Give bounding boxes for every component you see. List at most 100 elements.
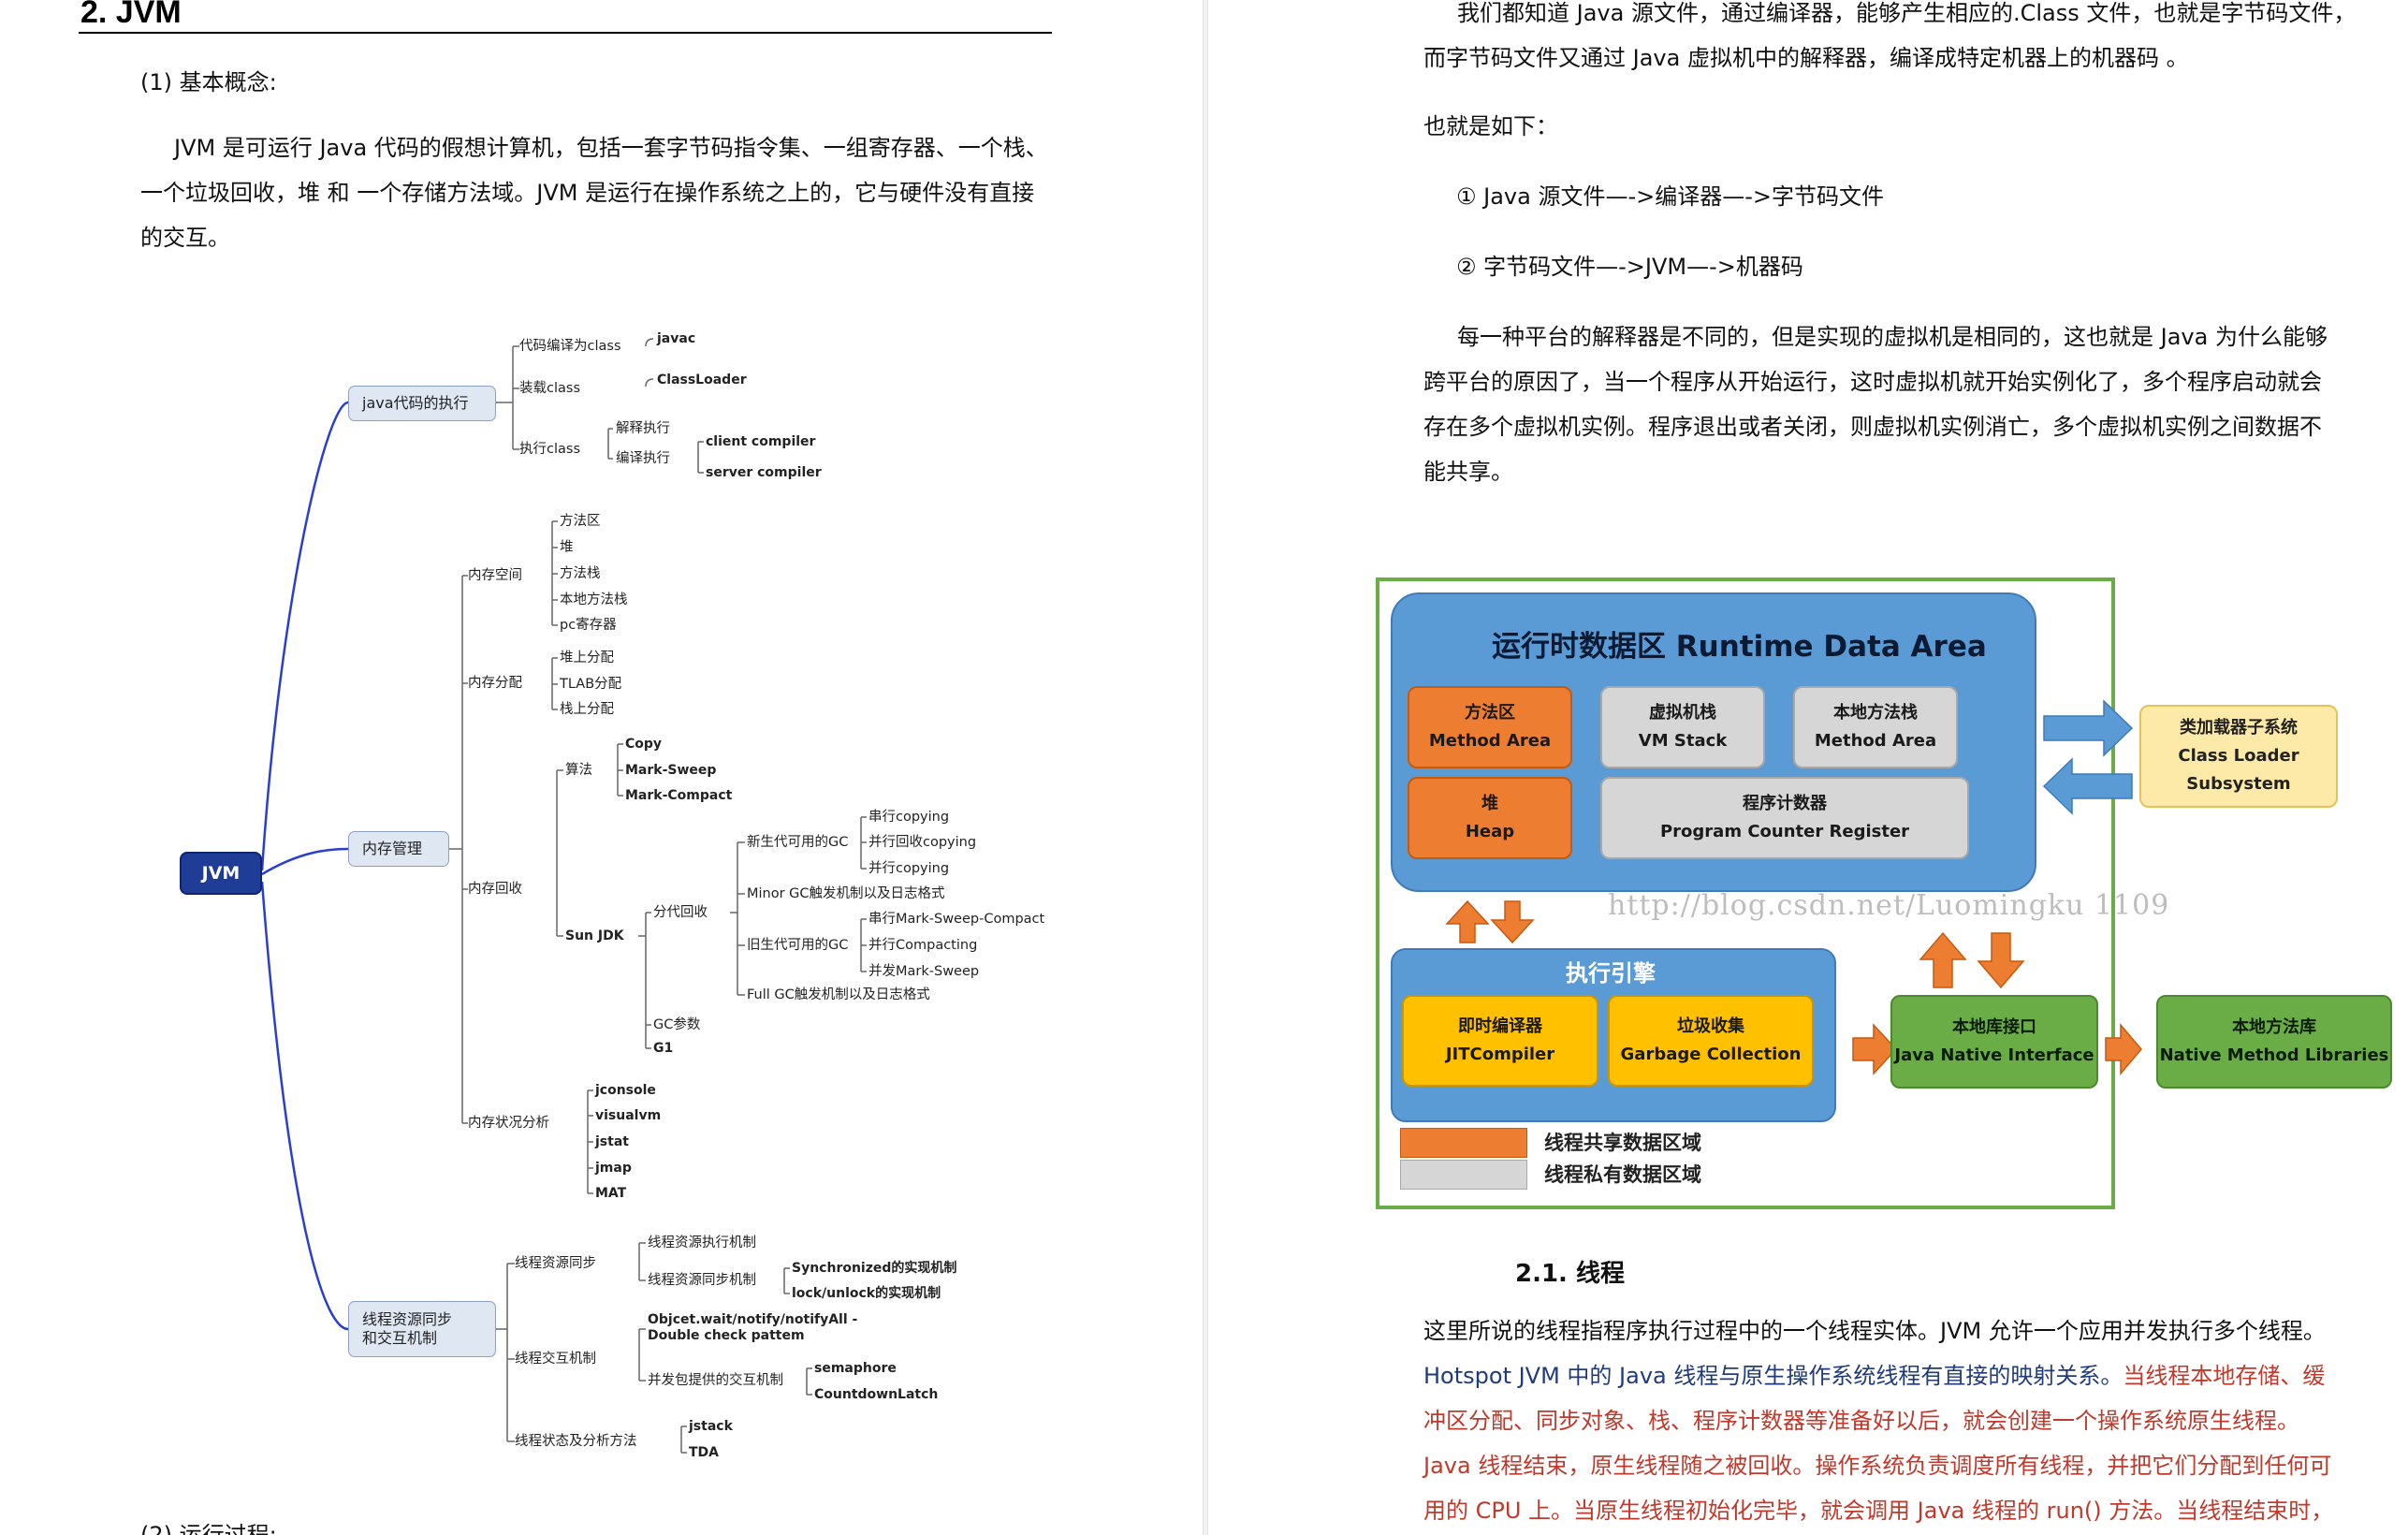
mindmap-label: 代码编译为class: [519, 339, 621, 354]
mindmap-label: ClassLoader: [657, 373, 747, 387]
left-page: 2. JVM (1) 基本概念: JVM 是可运行 Java 代码的假想计算机，…: [0, 0, 1203, 1535]
mindmap-label: G1: [653, 1041, 674, 1056]
mindmap-label: 串行copying: [868, 810, 950, 825]
paragraph-threads: 这里所说的线程指程序执行过程中的一个线程实体。JVM 允许一个应用并发执行多个线…: [1423, 1308, 2397, 1533]
mindmap-label: 并行Compacting: [868, 938, 978, 953]
mindmap-label: 执行class: [519, 442, 580, 457]
step-1: ① Java 源文件—->编译器—->字节码文件: [1456, 183, 1885, 210]
mindmap-connectors: [260, 338, 867, 1454]
mindmap-label: 线程资源执行机制: [648, 1235, 756, 1250]
box-label-cn: 本地库接口: [1952, 1017, 2036, 1037]
box-label-en: Heap: [1465, 822, 1515, 841]
box-label-en: Native Method Libraries: [2159, 1045, 2389, 1065]
mindmap-connector: [449, 575, 468, 1124]
mindmap-label: 并行回收copying: [868, 835, 977, 850]
mindmap-label: 并发包提供的交互机制: [648, 1373, 783, 1388]
mindmap-branch-line: [261, 847, 349, 876]
mindmap-branch-line: [260, 881, 349, 1331]
native-method-stack-box: 本地方法栈 Method Area: [1793, 686, 1958, 768]
box-label-en: JITCompiler: [1445, 1045, 1555, 1064]
mindmap-label: Copy: [625, 737, 663, 752]
mindmap-label: semaphore: [814, 1361, 897, 1376]
mindmap-label: 栈上分配: [560, 702, 614, 717]
mindmap-connector: [638, 1328, 646, 1382]
mindmap-label: jmap: [595, 1161, 632, 1176]
mindmap-label: 内存空间: [468, 568, 522, 583]
mindmap-connector: [730, 841, 745, 996]
arrow-right-icon: [2105, 1022, 2142, 1076]
paragraph-line: JVM 是可运行 Java 代码的假想计算机，包括一套字节码指令集、一组寄存器、…: [174, 135, 1048, 161]
paragraph-line: Java 线程结束，原生线程随之被回收。操作系统负责调度所有线程，并把它们分配到…: [1423, 1453, 2332, 1479]
box-label-en: VM Stack: [1638, 731, 1728, 751]
mindmap-node-line: 线程资源同步: [362, 1310, 453, 1328]
mindmap-label: jconsole: [595, 1083, 656, 1098]
mindmap-label: TLAB分配: [560, 677, 622, 692]
heap-box: 堆 Heap: [1408, 777, 1572, 859]
paragraph-line: 我们都知道 Java 源文件，通过编译器，能够产生相应的.Class 文件，也就…: [1457, 0, 2357, 26]
mindmap-label: 线程状态及分析方法: [515, 1434, 637, 1449]
mindmap-connector: [551, 520, 558, 626]
mindmap-label: jstat: [595, 1134, 629, 1149]
section-heading-threads: 2.1. 线程: [1515, 1260, 1625, 1288]
mindmap-node-thread-sync: 线程资源同步 和交互机制: [348, 1301, 496, 1357]
mindmap-label: lock/unlock的实现机制: [792, 1286, 941, 1301]
paragraph-line: 一个垃圾回收，堆 和 一个存储方法域。JVM 是运行在操作系统之上的，它与硬件没…: [140, 180, 1035, 206]
mindmap-label: 方法区: [560, 514, 601, 529]
mindmap-connector: [607, 428, 613, 460]
mindmap-label: 解释执行: [616, 421, 670, 436]
mindmap-label: 线程资源同步: [515, 1256, 596, 1271]
paragraph-line: 用的 CPU 上。当原生线程初始化完毕，就会调用 Java 线程的 run() …: [1423, 1498, 2334, 1524]
mindmap-label: 方法栈: [560, 566, 601, 581]
step-2: ② 字节码文件—->JVM—->机器码: [1456, 254, 1803, 280]
mindmap-label: visualvm: [595, 1108, 662, 1123]
mindmap-label: CountdownLatch: [814, 1387, 939, 1402]
arrow-down-icon: [1977, 932, 2025, 989]
box-label-en: Class Loader Subsystem: [2178, 746, 2299, 794]
legend-label-shared: 线程共享数据区域: [1544, 1132, 1701, 1154]
mindmap-branch-line: [260, 401, 349, 871]
box-label-en: Program Counter Register: [1659, 822, 1910, 841]
paragraph-line: 而字节码文件又通过 Java 虚拟机中的解释器，编译成特定机器上的机器码 。: [1423, 45, 2189, 71]
mindmap-label: pc寄存器: [560, 618, 617, 633]
box-label-cn: 方法区: [1465, 703, 1515, 723]
arrow-right-icon: [1852, 1023, 1898, 1075]
mindmap-node-java-exec: java代码的执行: [348, 386, 496, 421]
mindmap-label: 算法: [565, 763, 592, 778]
paragraph-jvm-intro: JVM 是可运行 Java 代码的假想计算机，包括一套字节码指令集、一组寄存器、…: [140, 125, 1076, 260]
page-gutter: [1203, 0, 1208, 1535]
mindmap-label: 新生代可用的GC: [747, 835, 849, 850]
mindmap-label: 堆: [560, 540, 574, 555]
box-label-en: Method Area: [1814, 731, 1937, 751]
paragraph-line: 的交互。: [140, 225, 230, 251]
legend-swatch-private: [1400, 1160, 1527, 1190]
arrow-left-icon: [2042, 757, 2133, 815]
mindmap-label: Double check pattem: [648, 1328, 805, 1343]
subheading-run-process: (2) 运行过程:: [140, 1522, 277, 1535]
mindmap-connector: [556, 769, 563, 937]
box-label-cn: 程序计数器: [1743, 794, 1827, 813]
paragraph-line: 存在多个虚拟机实例。程序退出或者关闭，则虚拟机实例消亡，多个虚拟机实例之间数据不: [1423, 414, 2322, 440]
program-counter-box: 程序计数器 Program Counter Register: [1600, 777, 1969, 859]
box-label-cn: 本地方法栈: [1833, 703, 1918, 723]
arrow-right-icon: [2043, 699, 2134, 757]
arrow-down-icon: [1490, 900, 1535, 944]
mindmap-label: TDA: [689, 1445, 720, 1460]
mindmap-connector: [860, 918, 867, 972]
mindmap-label: Full GC触发机制以及日志格式: [747, 987, 930, 1002]
paragraph-compile: 我们都知道 Java 源文件，通过编译器，能够产生相应的.Class 文件，也就…: [1423, 0, 2378, 80]
arrow-up-icon: [1445, 899, 1490, 943]
mindmap-label: 分代回收: [653, 905, 708, 920]
mindmap-label: javac: [657, 331, 696, 346]
legend-label-private: 线程私有数据区域: [1544, 1163, 1701, 1186]
mindmap-label: 并发Mark-Sweep: [868, 964, 980, 979]
paragraph-line: 冲区分配、同步对象、栈、程序计数器等准备好以后，就会创建一个操作系统原生线程。: [1423, 1408, 2299, 1434]
subheading-basic-concept: (1) 基本概念:: [140, 69, 277, 95]
mindmap-label: Synchronized的实现机制: [792, 1261, 957, 1276]
mindmap-label: 编译执行: [616, 451, 670, 466]
box-label-cn: 堆: [1481, 794, 1498, 813]
mindmap-label: jstack: [689, 1419, 733, 1434]
mindmap-connector: [806, 1367, 812, 1396]
